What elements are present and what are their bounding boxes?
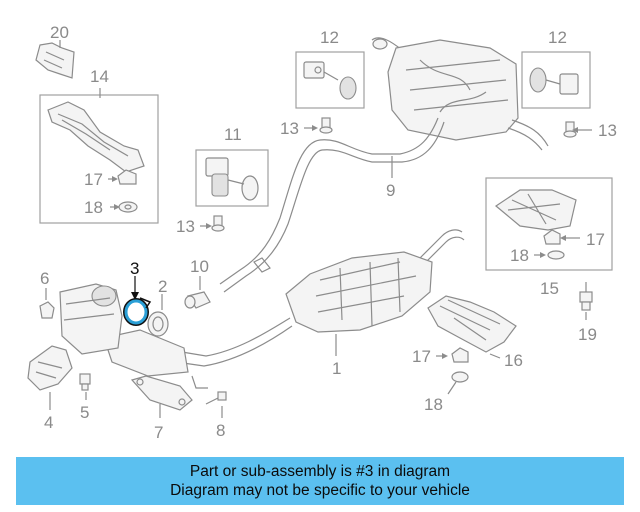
part-18-washer-a [110, 201, 138, 213]
part-10-clamp [184, 276, 211, 309]
callout-14: 14 [90, 67, 109, 86]
callout-7: 7 [154, 423, 163, 442]
callout-17: 17 [84, 170, 103, 189]
part-12-box-right [521, 51, 591, 109]
callout-18: 18 [84, 198, 103, 217]
part-7-bracket [130, 375, 193, 418]
part-13-bolt-c [200, 215, 225, 232]
part-12-mount-right [529, 67, 579, 95]
part-17-clip-c [436, 347, 469, 363]
callout-8: 8 [216, 421, 225, 440]
exhaust-system-diagram: 20 14 17 18 12 12 13 13 11 9 13 17 18 15… [27, 23, 617, 442]
part-20-bracket [35, 40, 75, 79]
part-12-mount-left [303, 61, 357, 100]
callout-11: 11 [224, 125, 242, 144]
callout-12: 12 [320, 28, 339, 47]
callout-3: 3 [130, 259, 139, 278]
part-18-washer-c [447, 371, 469, 395]
part-11-mount [205, 157, 259, 201]
part-17-clip-b [543, 229, 580, 245]
callout-20: 20 [50, 23, 69, 42]
part-12-box-left [295, 51, 365, 109]
part-16-heat-shield [427, 295, 517, 359]
part-13-bolt-a [304, 117, 333, 134]
callout-9: 9 [386, 181, 395, 200]
callout-19: 19 [578, 325, 597, 344]
banner-line-1: Part or sub-assembly is #3 in diagram [189, 463, 451, 480]
part-14-heat-shield [47, 88, 145, 173]
part-19-bolt [579, 282, 593, 320]
callout-12: 12 [548, 28, 567, 47]
part-3-clamp-highlighted [123, 276, 152, 326]
part-17-clip-a [108, 169, 137, 185]
callout-13: 13 [176, 217, 195, 236]
callout-17: 17 [586, 230, 605, 249]
info-banner: Part or sub-assembly is #3 in diagram Di… [16, 457, 624, 505]
part-5-bolt [79, 373, 91, 400]
connecting-pipe [219, 117, 445, 293]
callout-6: 6 [40, 269, 49, 288]
banner-line-2: Diagram may not be specific to your vehi… [170, 482, 470, 499]
front-pipe [103, 317, 293, 389]
callout-17: 17 [412, 347, 431, 366]
part-13-bolt-b [563, 121, 592, 138]
part-4-bracket [27, 345, 73, 410]
callout-5: 5 [80, 403, 89, 422]
part-1-center-muffler [285, 229, 465, 333]
callout-13: 13 [598, 121, 617, 140]
callout-18: 18 [510, 246, 529, 265]
callout-2: 2 [158, 277, 167, 296]
callout-4: 4 [44, 413, 53, 432]
callout-1: 1 [332, 359, 341, 378]
part-11-box [195, 149, 269, 207]
callout-16: 16 [504, 351, 523, 370]
part-15-heat-shield [494, 189, 577, 231]
callout-13: 13 [280, 119, 299, 138]
part-2-gasket [147, 294, 169, 337]
part-14-box [39, 94, 159, 224]
callout-10: 10 [190, 257, 209, 276]
part-18-washer-b [534, 250, 565, 260]
part-6-bolt [39, 288, 55, 319]
catalytic-converter [59, 283, 123, 355]
callout-15: 15 [540, 279, 559, 298]
part-15-box [485, 177, 613, 271]
rear-muffler [371, 37, 549, 151]
callout-18: 18 [424, 395, 443, 414]
part-8-bolt [205, 391, 227, 418]
